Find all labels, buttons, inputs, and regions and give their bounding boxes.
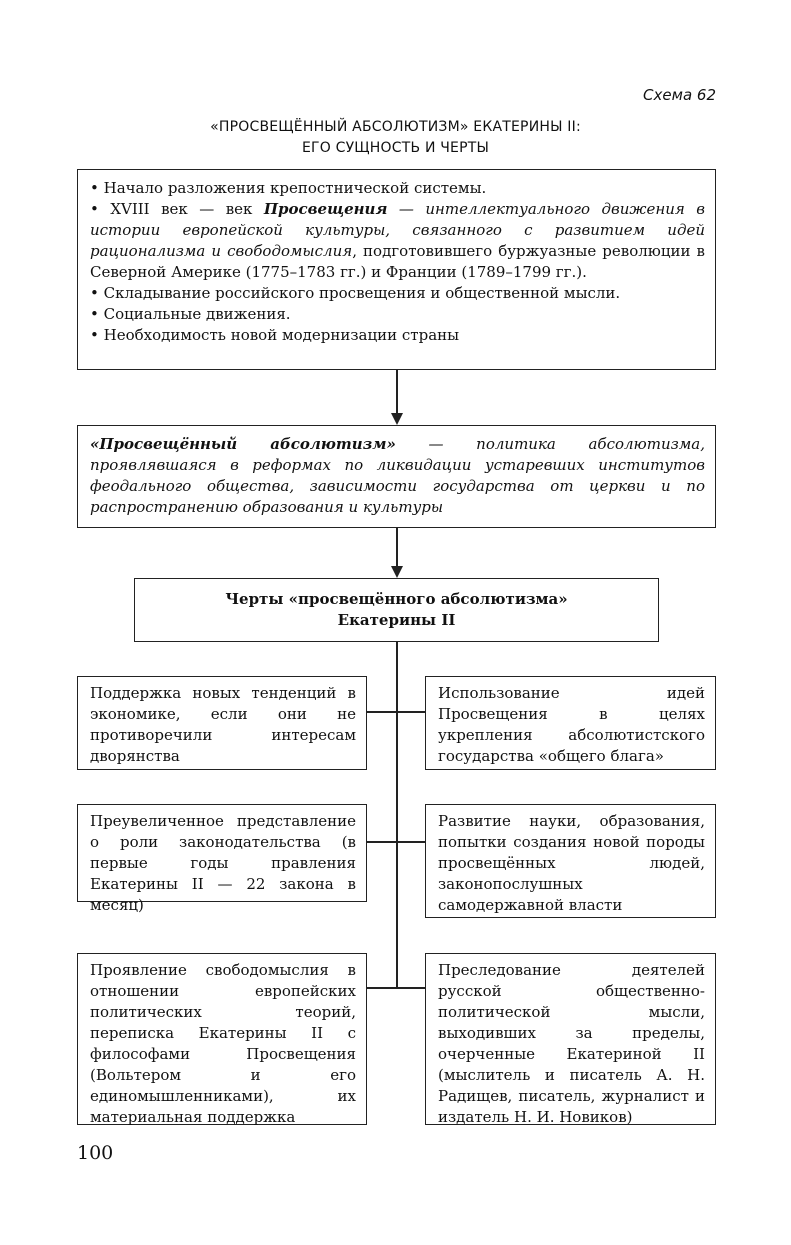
features-heading-line-2: Екатерины II (337, 611, 456, 629)
definition-term: «Просвещённый абсолютизм» (90, 435, 396, 453)
diagram-title: «ПРОСВЕЩЁННЫЙ АБСОЛЮТИЗМ» ЕКАТЕРИНЫ II: … (0, 117, 791, 159)
cause-item-enlightenment: • XVIII век — век Просвещения — интеллек… (90, 199, 705, 283)
branch-line-row3 (367, 987, 425, 989)
feature-box-legislation: Преувеличенное представление о роли зако… (77, 804, 367, 914)
features-heading-line-1: Черты «просвещённого абсолютизма» (225, 590, 568, 608)
arrow-head (391, 413, 403, 425)
definition-text: — политика абсолютизма, проявлявшаяся в … (90, 435, 705, 516)
page-number: 100 (77, 1142, 114, 1164)
definition-box: «Просвещённый абсолютизм» — политика абс… (77, 425, 716, 528)
feature-box-economy: Поддержка новых тенденций в экономике, е… (77, 676, 367, 770)
title-line-2: ЕГО СУЩНОСТЬ И ЧЕРТЫ (301, 140, 490, 156)
cause-item-prefix: • XVIII век — век (90, 200, 264, 218)
connector-definition-heading (396, 528, 398, 568)
feature-box-common-good: Использование идей Просвещения в целях у… (425, 676, 716, 770)
cause-item-rest: , подготовившего буржуазные революции в … (90, 242, 706, 281)
features-heading-box: Черты «просвещённого абсолютизма» Екатер… (134, 578, 659, 642)
feature-box-persecution: Преследование деятелей русской обществен… (425, 953, 716, 1126)
branch-line-row2 (367, 841, 425, 843)
arrow-head (391, 566, 403, 578)
connector-causes-definition (396, 370, 398, 415)
features-trunk-line (396, 642, 398, 988)
enlightenment-definition: — интеллектуального движения в истории е… (90, 200, 705, 260)
scheme-label: Схема 62 (643, 86, 716, 104)
cause-item: • Необходимость новой модернизации стран… (90, 326, 460, 344)
title-line-1: «ПРОСВЕЩЁННЫЙ АБСОЛЮТИЗМ» ЕКАТЕРИНЫ II: (210, 119, 581, 135)
causes-box: • Начало разложения крепостнической сист… (77, 169, 716, 370)
feature-box-freethinking: Проявление свободомыслия в отношении евр… (77, 953, 367, 1126)
feature-box-science: Развитие науки, образования, попытки соз… (425, 804, 716, 918)
enlightenment-term: Просвещения (263, 200, 388, 218)
cause-item: • Социальные движения. (90, 305, 291, 323)
cause-item: • Начало разложения крепостнической сист… (90, 179, 487, 197)
branch-line-row1 (367, 711, 425, 713)
cause-item: • Складывание российского просвещения и … (90, 284, 621, 302)
